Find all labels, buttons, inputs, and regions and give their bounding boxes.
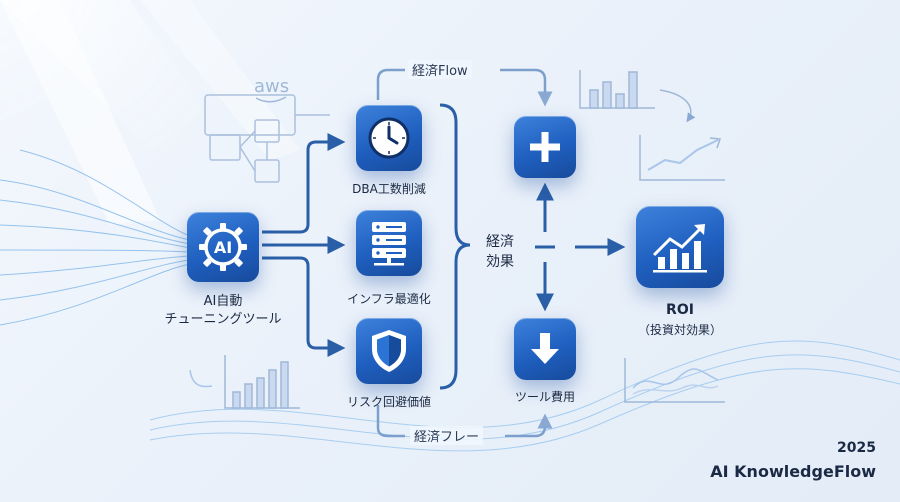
risk-avoidance-node (356, 318, 422, 384)
wave-lines (149, 340, 900, 452)
faint-line-chart-right (639, 135, 725, 181)
roi-node (636, 206, 724, 288)
benefit-label-3: リスク回避価値 (346, 395, 432, 409)
roi-label-line1: ROI (666, 302, 694, 318)
clock-icon (368, 117, 410, 159)
shield-icon (372, 330, 406, 372)
faint-curve-arrow (659, 89, 696, 123)
ai-tool-label: AI自動 チューニングツール (164, 293, 281, 329)
middle-split-arrows (535, 182, 626, 312)
ai-tool-label-line2: チューニングツール (164, 312, 282, 327)
ai-tool-label-line1: AI自動 (203, 294, 243, 309)
roi-label-line2: （投資対効果） (637, 323, 723, 337)
ai-gear-icon: AI (199, 223, 247, 271)
top-flow-label: 経済Flow (408, 60, 472, 79)
faint-line-chart-bottom-right (624, 358, 725, 403)
footer-year: 2025 (837, 440, 876, 456)
benefits-brace (439, 103, 471, 390)
server-icon (372, 222, 406, 266)
ai-tuning-tool-node: AI (187, 212, 259, 282)
connectors-ai-to-benefits (262, 133, 346, 357)
aws-architecture-sketch (204, 94, 330, 183)
aws-logo-smile (255, 96, 287, 103)
benefit-label-1: DBA工数削減 (352, 182, 426, 196)
economic-effect-line2: 効果 (486, 254, 514, 270)
tool-cost-node (514, 318, 576, 380)
infra-optimization-node (356, 210, 422, 276)
bottom-flow-label: 経済フレー (410, 426, 484, 445)
plus-icon (530, 132, 560, 162)
ai-icon-text: AI (214, 238, 232, 257)
tool-cost-label: ツール費用 (514, 390, 576, 404)
bottom-flow-connector (376, 405, 545, 438)
dba-effort-node (356, 105, 422, 171)
light-rays (0, 0, 300, 225)
roi-label: ROI （投資対効果） (638, 300, 722, 340)
faint-bar-chart-bottom-left (189, 355, 300, 409)
data-streams (0, 149, 191, 326)
gain-plus-node (514, 116, 576, 178)
aws-logo: aws (254, 76, 289, 97)
footer-org: AI KnowledgeFlow (710, 462, 876, 481)
top-flow-connector (376, 68, 545, 102)
benefit-label-2: インフラ最適化 (347, 292, 431, 306)
faint-bar-chart-top (579, 70, 655, 109)
roi-growth-chart-icon (652, 224, 707, 273)
economic-effect-label: 経済 効果 (478, 232, 522, 272)
economic-effect-line1: 経済 (486, 234, 514, 250)
down-arrow-icon (531, 333, 559, 364)
